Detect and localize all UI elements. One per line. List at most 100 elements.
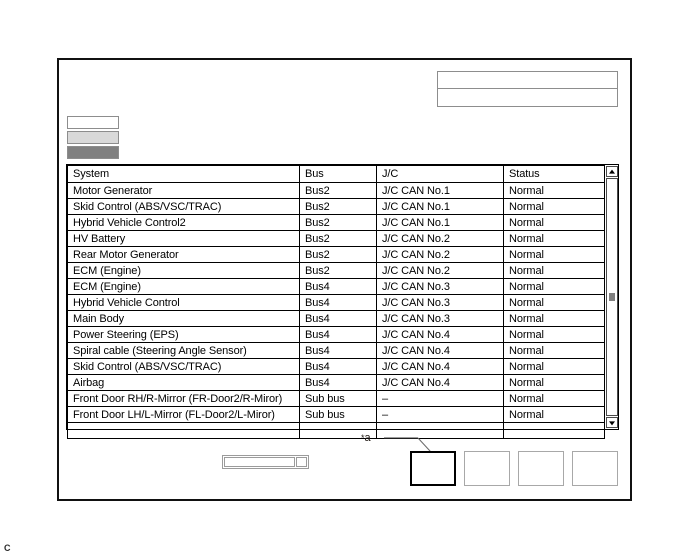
cell-status: Normal	[503, 374, 605, 391]
triangle-up-icon	[609, 169, 615, 174]
cell-jc: J/C CAN No.2	[376, 230, 504, 247]
column-header-system[interactable]: System	[67, 165, 300, 183]
bottom-tab-button-2[interactable]	[464, 451, 510, 486]
cell-bus: Bus2	[299, 246, 377, 263]
cell-system: Motor Generator	[67, 182, 300, 199]
table-row[interactable]: Front Door LH/L-Mirror (FL-Door2/L-Miror…	[67, 406, 605, 423]
cell-jc: J/C CAN No.1	[376, 214, 504, 231]
title-boxes	[437, 71, 618, 107]
cell-system	[67, 422, 300, 439]
cell-status: Normal	[503, 294, 605, 311]
table-row[interactable]: Skid Control (ABS/VSC/TRAC) Bus2 J/C CAN…	[67, 198, 605, 215]
cell-bus: Bus4	[299, 358, 377, 375]
progress-bar-knob[interactable]	[296, 457, 307, 467]
cell-bus: Bus2	[299, 230, 377, 247]
column-header-jc[interactable]: J/C	[376, 165, 504, 183]
callout-letter: a	[364, 432, 371, 444]
cell-jc: J/C CAN No.3	[376, 294, 504, 311]
cell-status: Normal	[503, 326, 605, 343]
cell-status: Normal	[503, 198, 605, 215]
cell-bus: Bus4	[299, 326, 377, 343]
table-row[interactable]: HV Battery Bus2 J/C CAN No.2 Normal	[67, 230, 605, 247]
cell-status: Normal	[503, 342, 605, 359]
table-row[interactable]: Airbag Bus4 J/C CAN No.4 Normal	[67, 374, 605, 391]
cell-system: Power Steering (EPS)	[67, 326, 300, 343]
cell-system: Rear Motor Generator	[67, 246, 300, 263]
bottom-tab-button-1[interactable]	[410, 451, 456, 486]
cell-system: Skid Control (ABS/VSC/TRAC)	[67, 198, 300, 215]
cell-bus: Bus4	[299, 294, 377, 311]
table-row[interactable]: Hybrid Vehicle Control Bus4 J/C CAN No.3…	[67, 294, 605, 311]
cell-jc: J/C CAN No.3	[376, 278, 504, 295]
cell-system: ECM (Engine)	[67, 278, 300, 295]
cell-status: Normal	[503, 230, 605, 247]
table-row[interactable]: Motor Generator Bus2 J/C CAN No.1 Normal	[67, 182, 605, 199]
table-header-row: System Bus J/C Status	[67, 165, 605, 183]
table-row[interactable]: Hybrid Vehicle Control2 Bus2 J/C CAN No.…	[67, 214, 605, 231]
cell-bus: Bus2	[299, 198, 377, 215]
light-gray-swatch	[67, 131, 119, 144]
cell-system: Front Door RH/R-Mirror (FR-Door2/R-Miror…	[67, 390, 300, 407]
cell-jc: J/C CAN No.1	[376, 182, 504, 199]
cell-system: Spiral cable (Steering Angle Sensor)	[67, 342, 300, 359]
cell-system: Front Door LH/L-Mirror (FL-Door2/L-Miror…	[67, 406, 300, 423]
triangle-down-icon	[609, 420, 615, 425]
cell-bus: Bus2	[299, 182, 377, 199]
cell-status: Normal	[503, 310, 605, 327]
column-header-status[interactable]: Status	[503, 165, 605, 183]
table-row[interactable]: ECM (Engine) Bus4 J/C CAN No.3 Normal	[67, 278, 605, 295]
cell-status	[503, 422, 605, 439]
title-box-bottom-row	[438, 89, 617, 106]
scroll-up-button[interactable]	[606, 166, 618, 177]
cell-status: Normal	[503, 278, 605, 295]
cell-jc: J/C CAN No.2	[376, 262, 504, 279]
table-row[interactable]: Rear Motor Generator Bus2 J/C CAN No.2 N…	[67, 246, 605, 263]
status-progress-widget[interactable]	[222, 455, 309, 469]
cell-bus: Bus4	[299, 278, 377, 295]
table-grid: System Bus J/C Status Motor Generator Bu…	[67, 165, 605, 439]
cell-jc: J/C CAN No.2	[376, 246, 504, 263]
table-row[interactable]	[67, 422, 605, 439]
cell-bus: Bus4	[299, 342, 377, 359]
callout-label-a: *a	[361, 433, 371, 444]
cell-system: Skid Control (ABS/VSC/TRAC)	[67, 358, 300, 375]
cell-bus: Bus4	[299, 374, 377, 391]
cell-bus: Bus2	[299, 262, 377, 279]
cell-system: Main Body	[67, 310, 300, 327]
callout-asterisk: *	[361, 433, 365, 443]
progress-bar-track	[224, 457, 295, 467]
table-row[interactable]: Main Body Bus4 J/C CAN No.3 Normal	[67, 310, 605, 327]
cell-status: Normal	[503, 390, 605, 407]
cell-status: Normal	[503, 246, 605, 263]
cell-status: Normal	[503, 262, 605, 279]
scroll-down-button[interactable]	[606, 417, 618, 428]
cell-jc	[376, 422, 504, 439]
table-row[interactable]: Spiral cable (Steering Angle Sensor) Bus…	[67, 342, 605, 359]
column-header-bus[interactable]: Bus	[299, 165, 377, 183]
scrollbar-grip-icon	[609, 293, 615, 301]
table-vertical-scrollbar[interactable]	[604, 165, 618, 429]
cell-status: Normal	[503, 358, 605, 375]
table-row[interactable]: Skid Control (ABS/VSC/TRAC) Bus4 J/C CAN…	[67, 358, 605, 375]
dark-gray-swatch	[67, 146, 119, 159]
cell-bus: Sub bus	[299, 390, 377, 407]
cell-jc: –	[376, 390, 504, 407]
cell-system: Hybrid Vehicle Control	[67, 294, 300, 311]
scrollbar-thumb[interactable]	[606, 178, 618, 416]
cell-jc: J/C CAN No.4	[376, 358, 504, 375]
table-row[interactable]: Power Steering (EPS) Bus4 J/C CAN No.4 N…	[67, 326, 605, 343]
cell-bus: Bus2	[299, 214, 377, 231]
cell-status: Normal	[503, 214, 605, 231]
diagnostic-tool-screen-frame: System Bus J/C Status Motor Generator Bu…	[57, 58, 632, 501]
cell-jc: J/C CAN No.1	[376, 198, 504, 215]
cell-jc: J/C CAN No.4	[376, 374, 504, 391]
bottom-tab-button-4[interactable]	[572, 451, 618, 486]
bottom-tab-button-3[interactable]	[518, 451, 564, 486]
table-row[interactable]: ECM (Engine) Bus2 J/C CAN No.2 Normal	[67, 262, 605, 279]
cell-system: HV Battery	[67, 230, 300, 247]
table-row[interactable]: Front Door RH/R-Mirror (FR-Door2/R-Miror…	[67, 390, 605, 407]
cell-status: Normal	[503, 406, 605, 423]
legend-swatches	[67, 116, 119, 161]
page-corner-mark: C	[4, 543, 11, 553]
system-status-table: System Bus J/C Status Motor Generator Bu…	[66, 164, 619, 439]
